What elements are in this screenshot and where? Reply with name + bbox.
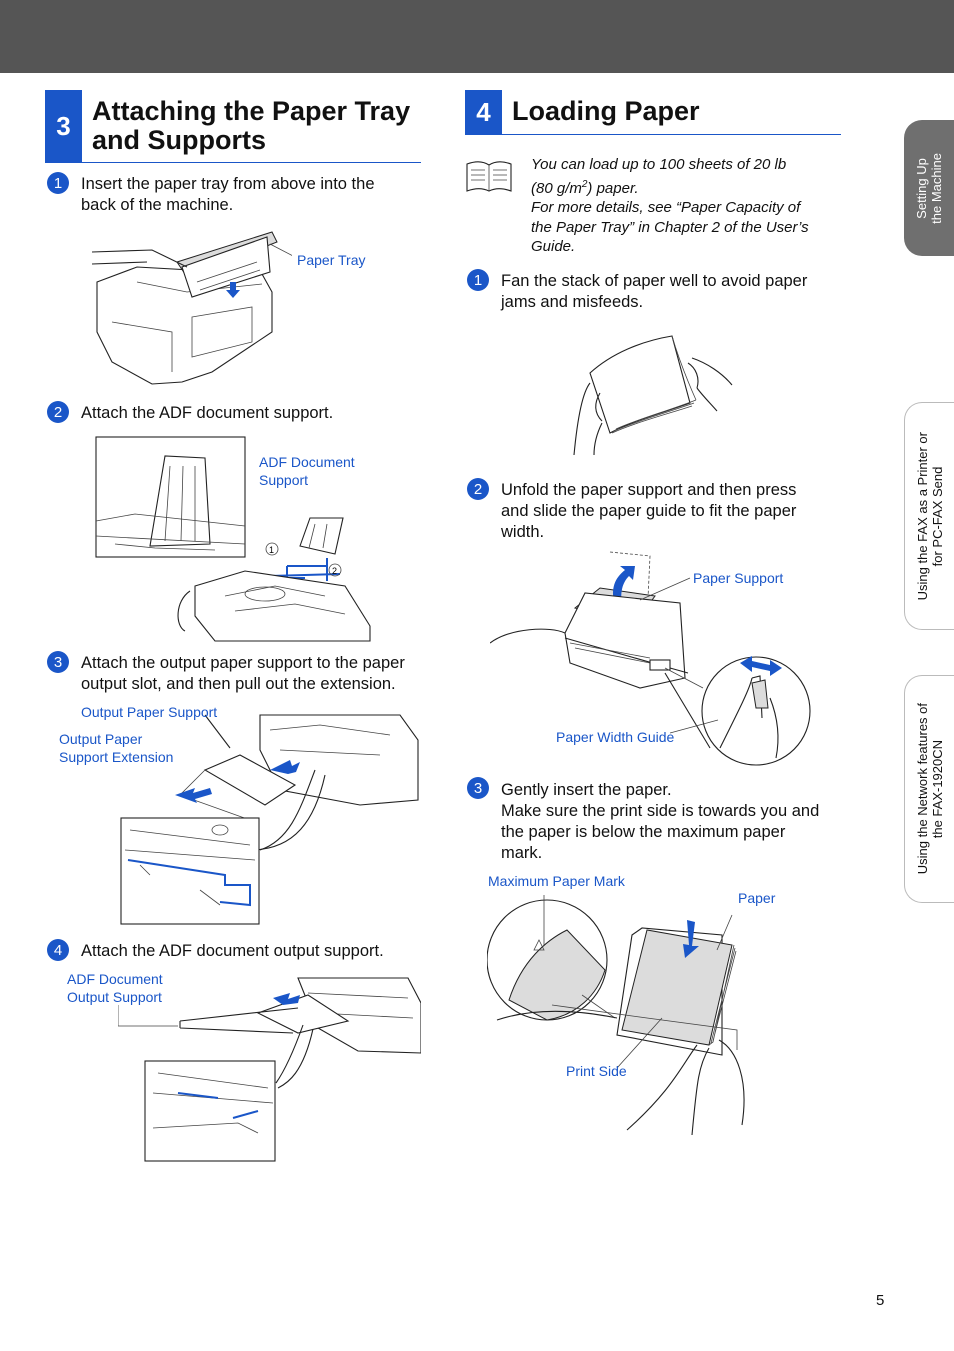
output-support-illustration [120, 714, 419, 925]
top-banner [0, 0, 954, 73]
label-paper-tray: Paper Tray [297, 252, 366, 268]
paper-tray-illustration [92, 231, 292, 385]
fan-paper-illustration [573, 335, 733, 456]
section-4-title: Loading Paper [512, 96, 700, 126]
side-tab-network-features[interactable]: Using the Network features of the FAX-19… [904, 675, 954, 903]
section-3-number: 3 [45, 90, 82, 162]
s4-step-1-text: Fan the stack of paper well to avoid pap… [501, 272, 808, 311]
s3-step-2-number: 2 [47, 401, 69, 423]
label-print-side: Print Side [566, 1063, 627, 1079]
book-icon [466, 161, 512, 192]
side-tab-setting-up[interactable]: Setting Up the Machine [904, 120, 954, 256]
label-paper: Paper [738, 890, 776, 906]
svg-text:1: 1 [269, 545, 274, 555]
s4-step-2-number: 2 [467, 478, 489, 500]
side-tab-setting-up-label: Setting Up the Machine [914, 152, 944, 224]
section-4-header: 4 Loading Paper [465, 90, 841, 135]
paper-support-illustration [490, 551, 811, 766]
note-line-3: For more details, see “Paper Capacity of… [531, 199, 809, 255]
section-3-header: 3 Attaching the Paper Tray and Supports [45, 90, 421, 163]
s3-step-4-number: 4 [47, 939, 69, 961]
label-adf-document-output-support: ADF Document Output Support [67, 971, 163, 1005]
adf-output-support-illustration [118, 977, 421, 1162]
section-4-number: 4 [465, 90, 502, 134]
s3-step-2-text: Attach the ADF document support. [81, 404, 334, 422]
label-output-paper-support-extension: Output Paper Support Extension [59, 731, 174, 765]
s3-step-3-text: Attach the output paper support to the p… [81, 654, 405, 693]
label-output-paper-support: Output Paper Support [81, 704, 218, 720]
note-line-1: You can load up to 100 sheets of 20 lb [531, 156, 787, 173]
adf-support-illustration: 1 2 [95, 436, 371, 642]
insert-paper-illustration [487, 895, 745, 1135]
s3-step-1-text: Insert the paper tray from above into th… [81, 175, 375, 214]
section-3-title: Attaching the Paper Tray and Supports [92, 96, 411, 155]
label-paper-width-guide: Paper Width Guide [556, 729, 675, 745]
label-maximum-paper-mark: Maximum Paper Mark [488, 873, 625, 889]
side-tab-fax-printer-label: Using the FAX as a Printer or for PC-FAX… [914, 431, 945, 601]
note-text: You can load up to 100 sheets of 20 lb (… [531, 155, 841, 257]
side-tab-fax-printer[interactable]: Using the FAX as a Printer or for PC-FAX… [904, 402, 954, 630]
s3-step-4-text: Attach the ADF document output support. [81, 942, 384, 960]
s4-step-1-number: 1 [467, 269, 489, 291]
page-number: 5 [876, 1292, 885, 1309]
note-line-2b: ) paper. [587, 179, 639, 197]
side-tab-network-features-label: Using the Network features of the FAX-19… [914, 703, 945, 875]
label-adf-document-support: ADF Document Support [259, 454, 355, 488]
s3-step-3-number: 3 [47, 651, 69, 673]
s3-step-1-number: 1 [47, 172, 69, 194]
s4-step-2-text: Unfold the paper support and then press … [501, 481, 797, 541]
s4-step-3-text: Gently insert the paper. Make sure the p… [501, 781, 820, 862]
note-line-2a: (80 g/m [531, 179, 582, 197]
s4-step-3-number: 3 [467, 777, 489, 799]
svg-text:2: 2 [332, 566, 337, 576]
note-superscript: 2 [581, 178, 588, 190]
label-paper-support: Paper Support [693, 570, 784, 586]
